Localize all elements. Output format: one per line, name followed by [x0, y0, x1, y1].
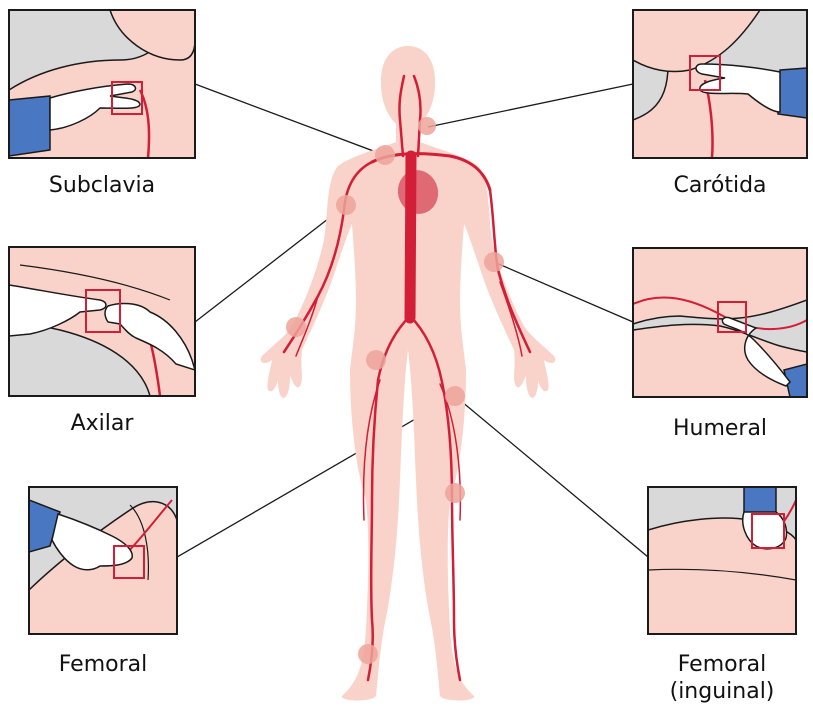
panel-carotida [633, 10, 807, 158]
label-humeral: Humeral [633, 415, 807, 442]
pulse-marker-humeral [484, 252, 504, 272]
label-femoral-inguinal-line2: (inguinal) [648, 678, 796, 705]
arterial-tree [284, 76, 530, 680]
pulse-marker-axilar [336, 195, 356, 215]
connector-femoral-inguinal [455, 396, 648, 557]
body-silhouette [261, 46, 556, 701]
pulse-marker-pedal [358, 644, 378, 664]
pulse-marker-popliteal [445, 483, 465, 503]
panel-subclavia [9, 10, 195, 158]
label-femoral-inguinal-line1: Femoral [648, 651, 796, 678]
label-carotida: Carótida [633, 172, 807, 199]
label-subclavia: Subclavia [9, 172, 195, 199]
label-axilar: Axilar [9, 410, 195, 437]
label-femoral: Femoral [29, 651, 177, 678]
panel-femoral [29, 487, 177, 634]
panel-axilar [9, 247, 195, 396]
connector-subclavia [195, 84, 384, 155]
pulse-marker-radial [286, 317, 306, 337]
connector-carotida [428, 84, 633, 127]
aorta [410, 156, 411, 318]
body-figure [261, 46, 556, 701]
pulse-marker-subclavia [375, 145, 395, 165]
panel-femoral-inguinal [648, 487, 796, 634]
pulse-marker-carotida [418, 117, 436, 135]
pulse-marker-femoral-inguinal [445, 386, 465, 406]
panel-humeral [633, 248, 807, 397]
pulse-marker-femoral [366, 350, 386, 370]
connector-femoral [177, 396, 455, 557]
